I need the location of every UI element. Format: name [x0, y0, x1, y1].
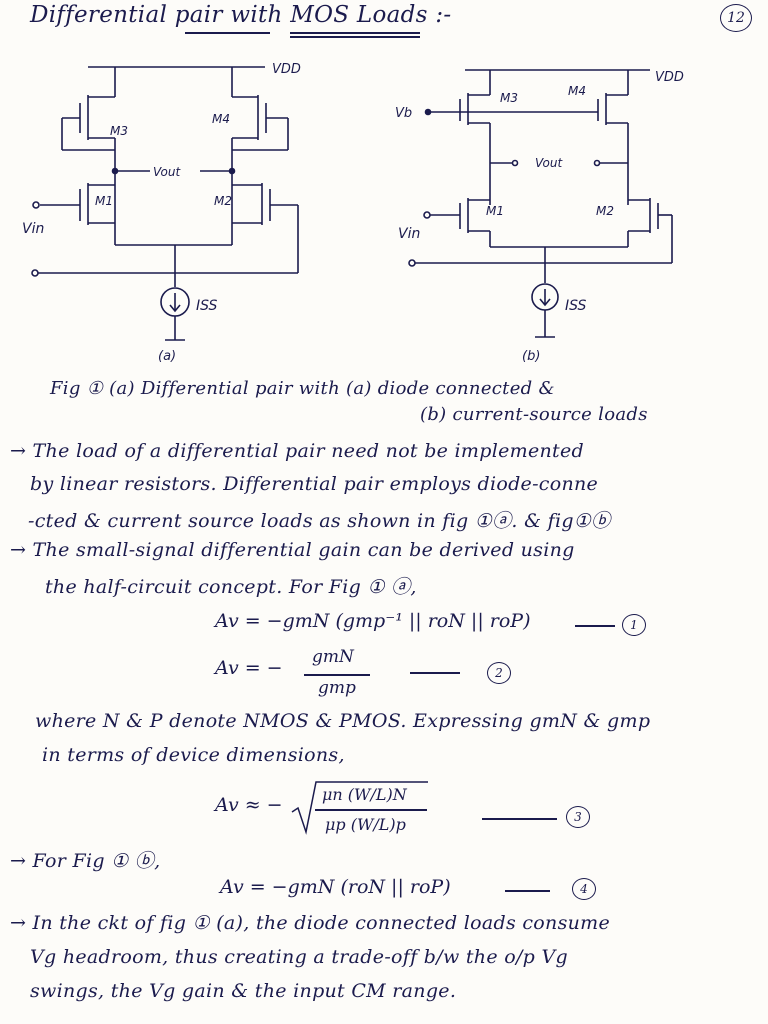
equation-2-lhs: Av = −	[215, 657, 283, 679]
iss-label-b: ISS	[565, 298, 587, 314]
paragraph1-line1: → The load of a differential pair need n…	[10, 440, 584, 462]
paragraph2-line1: → The small-signal differential gain can…	[10, 539, 575, 561]
where-line1: where N & P denote NMOS & PMOS. Expressi…	[35, 710, 651, 732]
equation-4-number: 4	[572, 878, 596, 900]
fig-b-intro: → For Fig ① ⓑ,	[10, 850, 161, 872]
equation-3-fraction-bar	[315, 809, 427, 811]
iss-label-a: ISS	[196, 298, 218, 314]
equation-2-numerator: gmN	[312, 647, 354, 667]
figure-caption-line1: Fig ① (a) Differential pair with (a) dio…	[50, 378, 555, 399]
paragraph3-line2: Vg headroom, thus creating a trade-off b…	[30, 946, 568, 968]
equation-1-number: 1	[622, 614, 646, 636]
equation-3-lhs: Av ≈ −	[215, 794, 283, 816]
equation-dash	[482, 818, 557, 820]
vout-label-b: Vout	[535, 156, 563, 170]
equation-3-denominator: μp (W/L)p	[325, 815, 406, 834]
vdd-label-a: VDD	[272, 62, 301, 77]
m1-label-b: M1	[486, 204, 504, 218]
paragraph3-line3: swings, the Vg gain & the input CM range…	[30, 980, 457, 1002]
vout-label-a: Vout	[153, 165, 181, 179]
title-underline	[290, 36, 420, 38]
equation-3-number: 3	[566, 806, 590, 828]
title-underline	[185, 32, 270, 34]
equation-2-number: 2	[487, 662, 511, 684]
vb-label-b: Vb	[395, 106, 412, 121]
equation-2-fraction-bar	[304, 674, 370, 676]
where-line2: in terms of device dimensions,	[42, 744, 345, 766]
paragraph2-line2: the half-circuit concept. For Fig ① ⓐ,	[45, 576, 417, 598]
title-underline	[290, 32, 420, 34]
vin-label-a: Vin	[22, 221, 44, 237]
circuit-diagrams: VDD M3 M4 Vout M1 M2 Vin ISS (a) VDD Vb …	[22, 62, 684, 364]
paragraph1-line3: -cted & current source loads as shown in…	[28, 510, 611, 532]
paragraph1-line2: by linear resistors. Differential pair e…	[30, 473, 599, 495]
figure-caption-line2: (b) current-source loads	[420, 404, 648, 425]
equation-1: Av = −gmN (gmp⁻¹ || roN || roP)	[215, 610, 531, 632]
equation-2-denominator: gmp	[318, 678, 356, 698]
m4-label-a: M4	[212, 112, 230, 126]
vin-label-b: Vin	[398, 226, 420, 242]
m2-label-a: M2	[214, 194, 232, 208]
equation-3-numerator: μn (W/L)N	[322, 785, 407, 804]
page-title: Differential pair with MOS Loads :-	[30, 2, 452, 28]
m1-label-a: M1	[95, 194, 113, 208]
m4-label-b: M4	[568, 84, 586, 98]
equation-dash	[575, 625, 615, 627]
page-number: 12	[720, 4, 752, 32]
paragraph3-line1: → In the ckt of fig ① (a), the diode con…	[10, 912, 611, 934]
m3-label-b: M3	[500, 91, 518, 105]
equation-dash	[410, 672, 460, 674]
square-root-sign	[291, 781, 428, 835]
m2-label-b: M2	[596, 204, 614, 218]
equation-dash	[505, 890, 550, 892]
circuit-a-label: (a)	[158, 349, 176, 364]
equation-4: Av = −gmN (roN || roP)	[220, 876, 451, 898]
m3-label-a: M3	[110, 124, 128, 138]
vdd-label-b: VDD	[655, 70, 684, 85]
circuit-b-label: (b)	[522, 349, 540, 364]
